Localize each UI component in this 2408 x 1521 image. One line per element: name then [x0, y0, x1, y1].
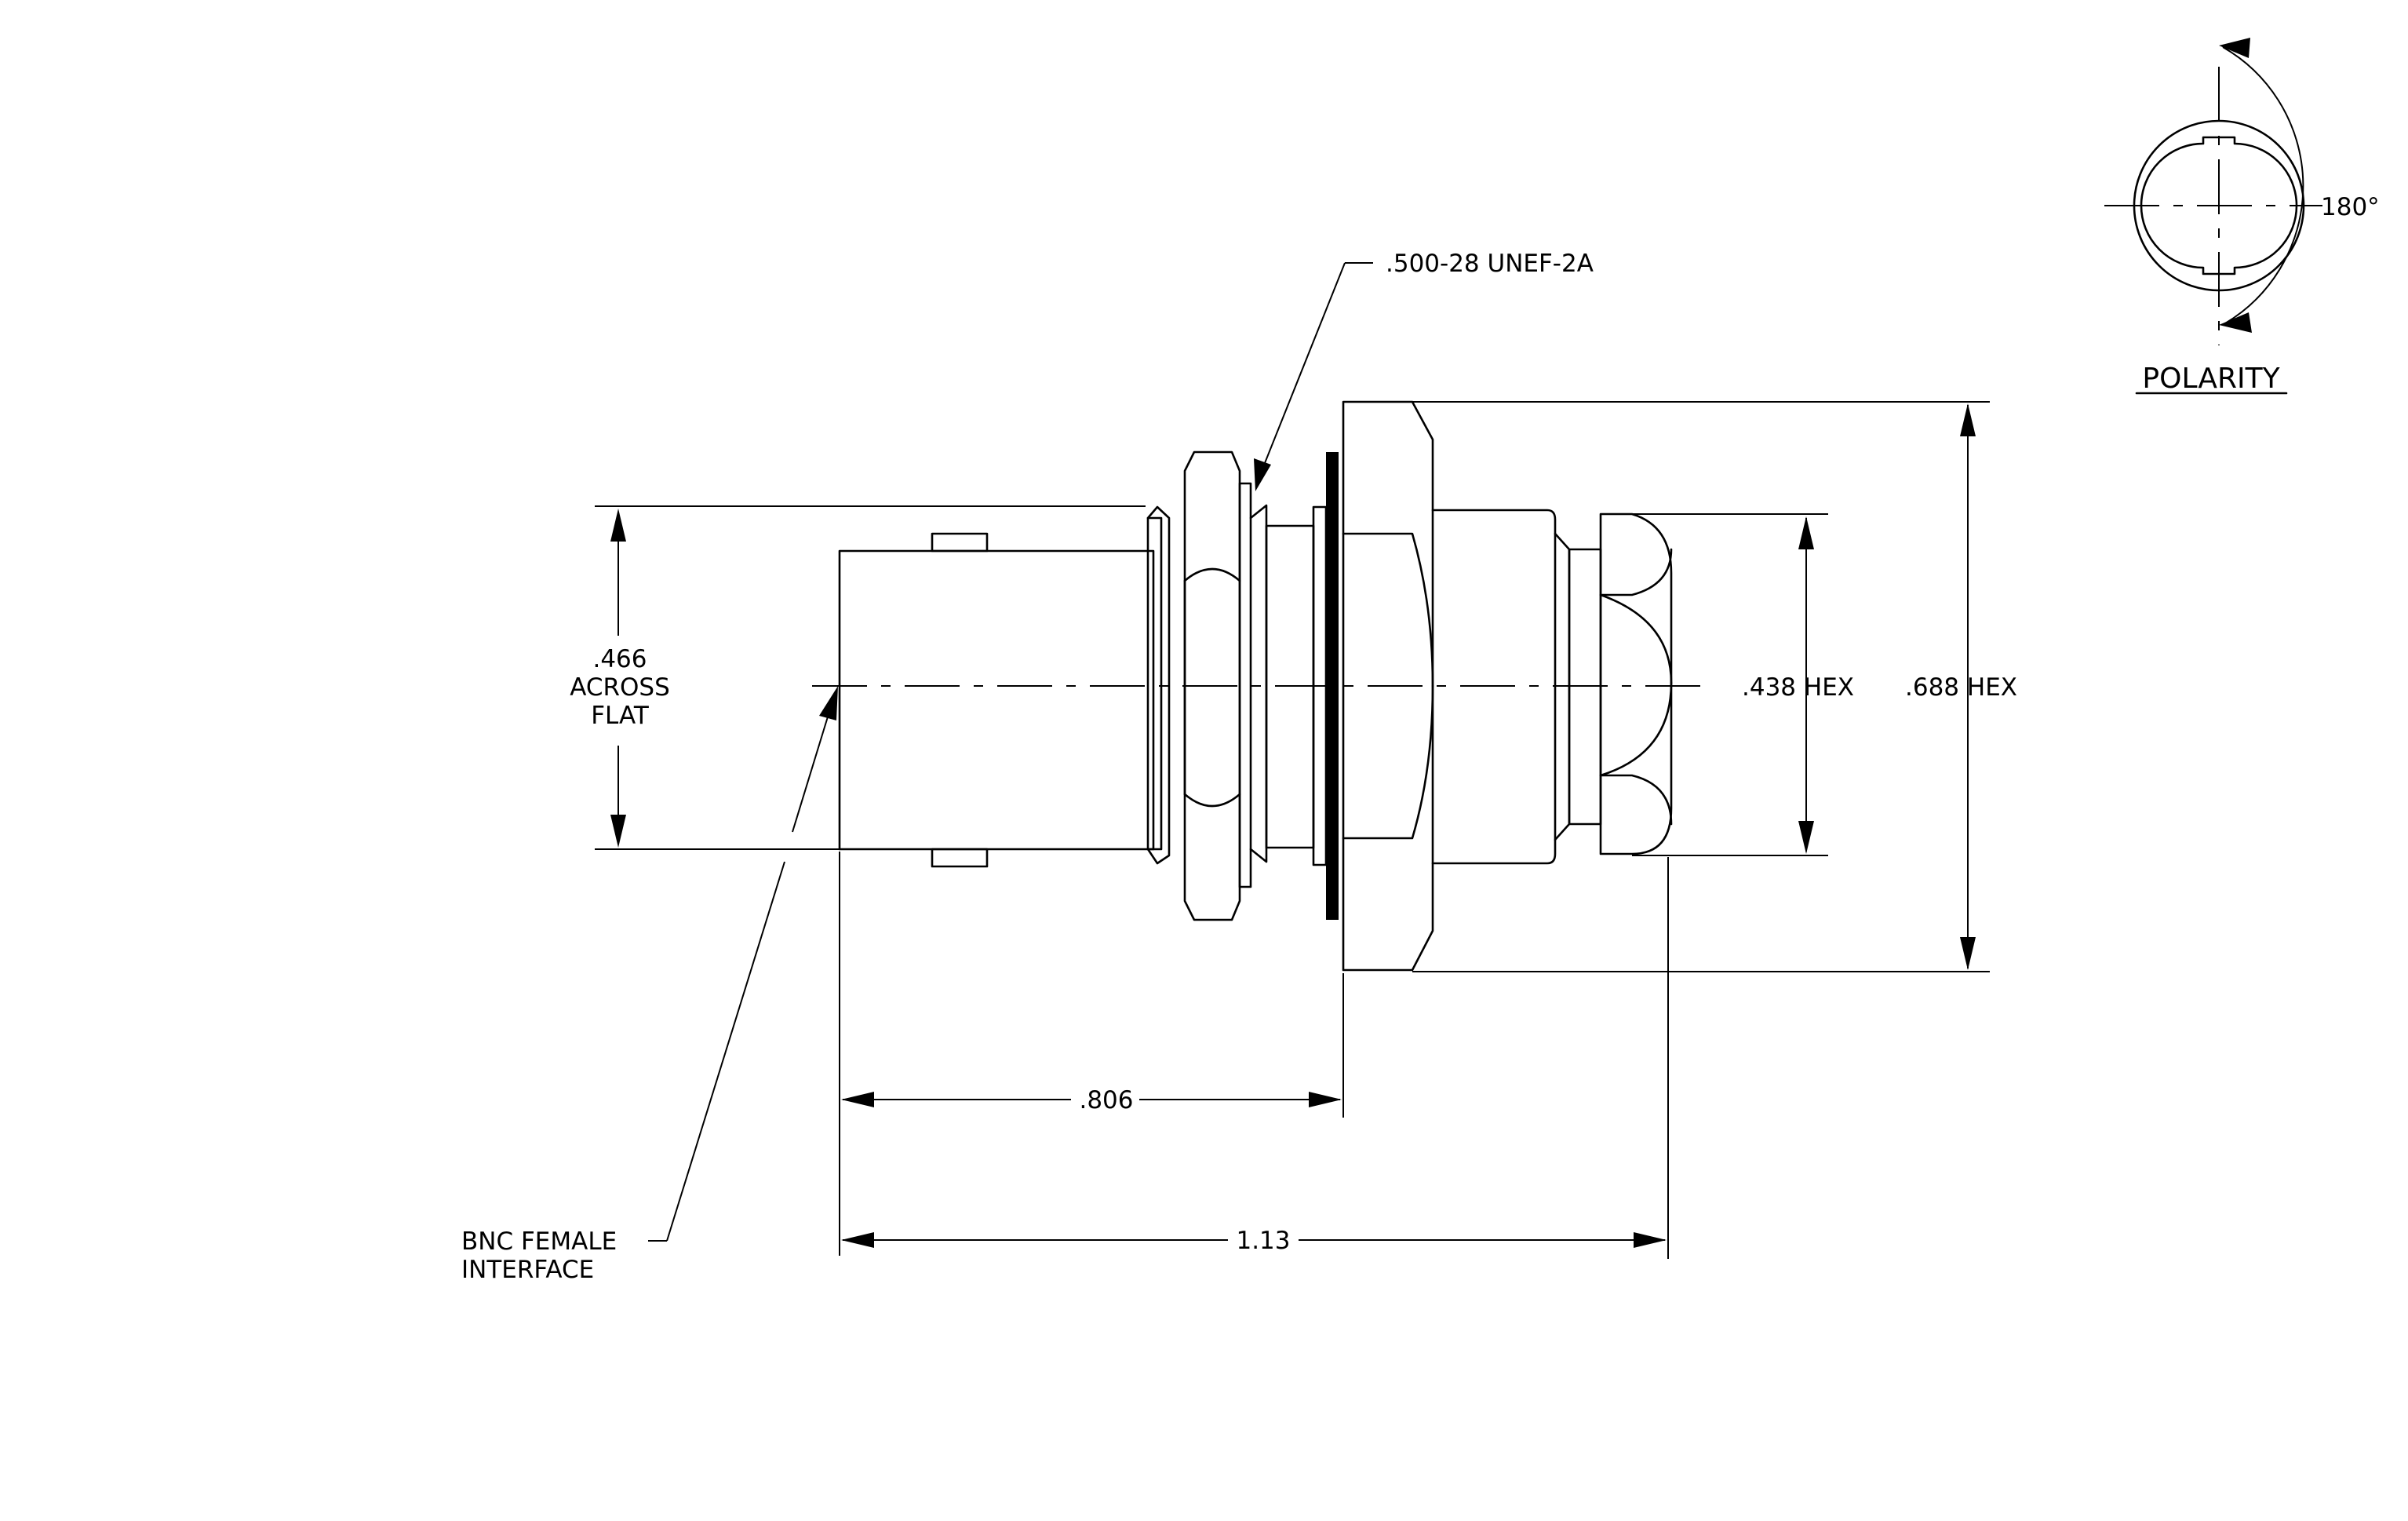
washer-chamfer — [1146, 505, 1171, 865]
arrow-hex-small-bottom — [1798, 821, 1814, 854]
main-hex-facet-bottom — [1342, 684, 1434, 840]
across-flat-line1: ACROSS — [570, 673, 670, 702]
bnc-barrel — [838, 549, 1155, 851]
arrow-flat-bottom — [610, 815, 626, 848]
interface-leader-lower — [666, 861, 785, 1242]
arrow-short-right — [1309, 1092, 1342, 1107]
across-flat-line2: FLAT — [591, 702, 650, 730]
length-short-label: .806 — [1079, 1086, 1133, 1114]
arrow-hex-large-bottom — [1960, 937, 1976, 970]
rear-hex-nut — [1599, 512, 1673, 855]
thread-leader-arrow — [1254, 458, 1271, 491]
rear-hex-facet-4 — [1599, 774, 1673, 826]
rear-hex-facet-2 — [1599, 593, 1673, 684]
dim-across-flat: .466 ACROSS FLAT — [570, 505, 1146, 850]
thread-label: .500-28 UNEF-2A — [1386, 250, 1594, 278]
polarity-rotation-arc — [2222, 46, 2304, 324]
polarity-arrow-top — [2219, 38, 2250, 58]
nut-washer — [1238, 482, 1252, 888]
washer-plate — [1146, 516, 1163, 851]
hex-small-label: .438 HEX — [1742, 673, 1854, 702]
across-flat-value: .466 — [592, 645, 647, 673]
interface-line1: BNC FEMALE — [461, 1227, 617, 1256]
main-hex-facet-top — [1342, 532, 1434, 688]
arrow-total-right — [1634, 1232, 1667, 1248]
interface-callout: BNC FEMALE INTERFACE — [461, 686, 838, 1284]
dim-hex-large: .688 HEX — [1412, 401, 2017, 972]
dim-hex-small: .438 HEX — [1632, 513, 1854, 856]
arrow-hex-small-top — [1798, 516, 1814, 549]
bayonet-stud-bottom — [931, 848, 989, 868]
callouts: .500-28 UNEF-2A BNC FEMALE INTERFACE — [461, 250, 1594, 1284]
thread-start — [1249, 504, 1268, 863]
sealing-gasket — [1326, 452, 1339, 920]
length-total-label: 1.13 — [1236, 1227, 1290, 1255]
dim-length-total: 1.13 — [841, 857, 1669, 1259]
rear-hex-facet-1 — [1599, 548, 1673, 596]
polarity-title: POLARITY — [2142, 363, 2280, 395]
polarity-arrow-bottom — [2219, 312, 2252, 333]
polarity-view: 180° POLARITY — [2104, 38, 2380, 395]
bayonet-stud-top — [931, 532, 989, 553]
arrow-short-left — [841, 1092, 874, 1107]
front-hex-facet-top — [1183, 567, 1241, 582]
dim-length-short: .806 — [839, 852, 1344, 1256]
interface-line2: INTERFACE — [461, 1256, 594, 1284]
dimensions: .466 ACROSS FLAT .438 HEX .688 HEX — [570, 401, 2017, 1259]
arrow-hex-large-top — [1960, 403, 1976, 436]
thread-callout: .500-28 UNEF-2A — [1254, 250, 1594, 491]
interface-leader-arrow — [819, 686, 838, 720]
hex-large-label: .688 HEX — [1905, 673, 2017, 702]
front-hex-facet-bottom — [1183, 793, 1241, 808]
rear-hex-facet-3 — [1599, 681, 1673, 777]
arrow-flat-top — [610, 509, 626, 542]
thread-leader-line — [1261, 262, 1346, 472]
arrow-total-left — [841, 1232, 874, 1248]
interface-leader-upper — [792, 713, 829, 833]
polarity-keyed-circle — [2140, 136, 2298, 275]
polarity-angle-label: 180° — [2321, 193, 2380, 221]
